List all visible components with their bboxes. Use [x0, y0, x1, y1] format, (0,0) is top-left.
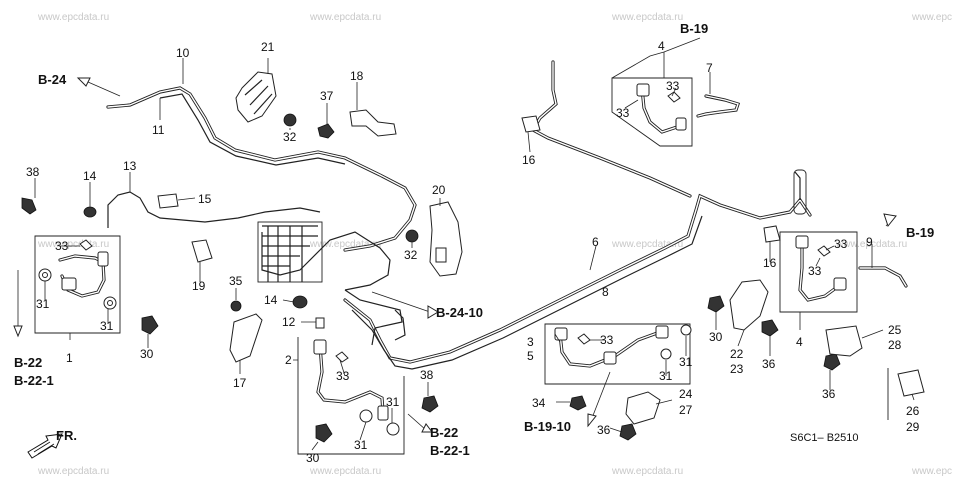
part-8: 8	[602, 285, 609, 299]
part-33g: 33	[600, 333, 614, 347]
watermark: www.epcdata.ru	[309, 12, 381, 23]
front-arrow: FR.	[27, 428, 77, 459]
part-30a: 30	[140, 347, 154, 361]
part-38b: 38	[420, 368, 434, 382]
ref-b24-10: B-24-10	[436, 305, 483, 320]
ref-b22-1-bottom: B-22-1	[430, 443, 470, 458]
leader-lines	[13, 37, 915, 451]
watermark: www.epcdata.ru	[309, 239, 381, 250]
part-27: 27	[679, 403, 693, 417]
part-1: 1	[66, 351, 73, 365]
part-20: 20	[432, 183, 446, 197]
part-11: 11	[152, 123, 165, 137]
part-37: 37	[320, 89, 334, 103]
part-18: 18	[350, 69, 364, 83]
part-24: 24	[679, 387, 693, 401]
part-19: 19	[192, 279, 206, 293]
part-13: 13	[123, 159, 137, 173]
part-31a: 31	[36, 297, 50, 311]
part-numbers: 10 11 21 18 37 32 38 14 13 15 20 32 19 3…	[26, 39, 920, 465]
ref-b19-right: B-19	[906, 225, 934, 240]
part-30c: 30	[709, 330, 723, 344]
part-34: 34	[532, 396, 546, 410]
watermark: www.epcdata.ru	[309, 466, 381, 477]
part-23: 23	[730, 362, 744, 376]
part-9: 9	[866, 235, 873, 249]
part-17: 17	[233, 376, 247, 390]
part-31b: 31	[100, 319, 114, 333]
part-33b: 33	[336, 369, 350, 383]
part-25: 25	[888, 323, 902, 337]
part-32b: 32	[404, 248, 418, 262]
part-31e: 31	[679, 355, 693, 369]
pipe-13	[107, 191, 321, 228]
part-7: 7	[706, 61, 713, 75]
pipe-6	[343, 193, 812, 364]
watermark: www.epcdata.ru	[37, 466, 109, 477]
part-3: 3	[527, 335, 534, 349]
part-5: 5	[527, 349, 534, 363]
part-15: 15	[198, 192, 212, 206]
part-35: 35	[229, 274, 243, 288]
part-12: 12	[282, 315, 296, 329]
part-22: 22	[730, 347, 744, 361]
part-33e: 33	[834, 237, 848, 251]
watermark: www.epcdata.ru	[37, 12, 109, 23]
part-4a: 4	[658, 39, 665, 53]
brake-pipes	[106, 60, 812, 370]
part-33c: 33	[666, 79, 680, 93]
watermark: www.epcdata.ru	[37, 239, 109, 250]
part-36c: 36	[597, 423, 611, 437]
part-36b: 36	[822, 387, 836, 401]
part-31c: 31	[386, 395, 400, 409]
small-parts	[21, 71, 925, 443]
ref-b22-bottom: B-22	[430, 425, 458, 440]
part-33a: 33	[55, 239, 69, 253]
part-31f: 31	[659, 369, 673, 383]
ref-b24: B-24	[38, 72, 67, 87]
hose-assembly-1	[34, 235, 121, 334]
hose-assembly-3	[544, 323, 691, 385]
bolt-38	[21, 197, 37, 215]
front-label: FR.	[56, 428, 77, 443]
watermark: www.epcdata.ru	[835, 239, 907, 250]
part-14a: 14	[83, 169, 97, 183]
part-4b: 4	[796, 335, 803, 349]
part-33f: 33	[808, 264, 822, 278]
part-29: 29	[906, 420, 920, 434]
watermark: www.epcdata.ru	[611, 239, 683, 250]
ref-b22-left: B-22	[14, 355, 42, 370]
watermarks: www.epcdata.ru www.epcdata.ru www.epcdat…	[37, 12, 952, 477]
part-33d: 33	[616, 106, 630, 120]
pipe-junction	[261, 231, 391, 291]
part-38a: 38	[26, 165, 40, 179]
pipe-8	[351, 215, 703, 370]
ref-b22-1-left: B-22-1	[14, 373, 54, 388]
part-26: 26	[906, 404, 920, 418]
part-30b: 30	[306, 451, 320, 465]
part-10: 10	[176, 46, 190, 60]
watermark: www.epcdata.ru	[611, 12, 683, 23]
part-21: 21	[261, 40, 275, 54]
part-6: 6	[592, 235, 599, 249]
watermark: www.epcdata.ru	[611, 466, 683, 477]
hose-assembly-4	[611, 77, 741, 147]
part-31d: 31	[354, 438, 368, 452]
part-2: 2	[285, 353, 292, 367]
ref-b19-top: B-19	[680, 21, 708, 36]
part-32a: 32	[283, 130, 297, 144]
watermark: www.epc	[911, 466, 952, 477]
part-14b: 14	[264, 293, 278, 307]
part-16a: 16	[522, 153, 536, 167]
part-16b: 16	[763, 256, 777, 270]
part-36a: 36	[762, 357, 776, 371]
watermark: www.epc	[911, 12, 952, 23]
reference-labels: B-24 B-19 B-19 B-24-10 B-22 B-22-1 B-22 …	[14, 21, 934, 458]
part-28: 28	[888, 338, 902, 352]
hose-assembly-2	[297, 337, 405, 455]
diagram-code: S6C1– B2510	[790, 432, 859, 444]
hose-assembly-4b	[779, 231, 908, 313]
ref-b19-10: B-19-10	[524, 419, 571, 434]
